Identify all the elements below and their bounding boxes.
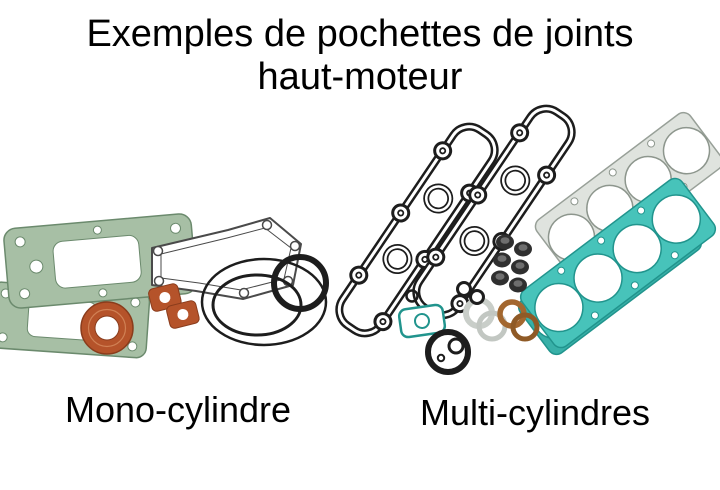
cylinder-base-gasket-upper	[3, 213, 197, 309]
o-ring-set	[200, 254, 329, 347]
copper-rings	[497, 299, 540, 342]
mono-cylinder-caption: Mono-cylindre	[64, 389, 292, 430]
multi-cylinder-caption: Multi-cylindres	[419, 392, 651, 433]
valve-stem-seals	[491, 234, 532, 293]
title-line-1: Exemples de pochettes de joints	[86, 13, 634, 55]
cover-gasket-outline	[151, 217, 302, 300]
exhaust-gasket-small-2	[166, 300, 200, 329]
small-teal-gasket	[397, 303, 447, 339]
cover-o-ring-gasket	[425, 329, 471, 375]
page-title: Exemples de pochettes de joints haut-mot…	[0, 13, 720, 99]
small-o-rings	[405, 281, 485, 305]
exhaust-ring-gasket	[80, 301, 134, 355]
title-line-2: haut-moteur	[257, 55, 463, 98]
mono-cylinder-gasket-kit-illustration	[0, 213, 329, 359]
multi-cylinder-gasket-kit-illustration	[335, 104, 720, 375]
